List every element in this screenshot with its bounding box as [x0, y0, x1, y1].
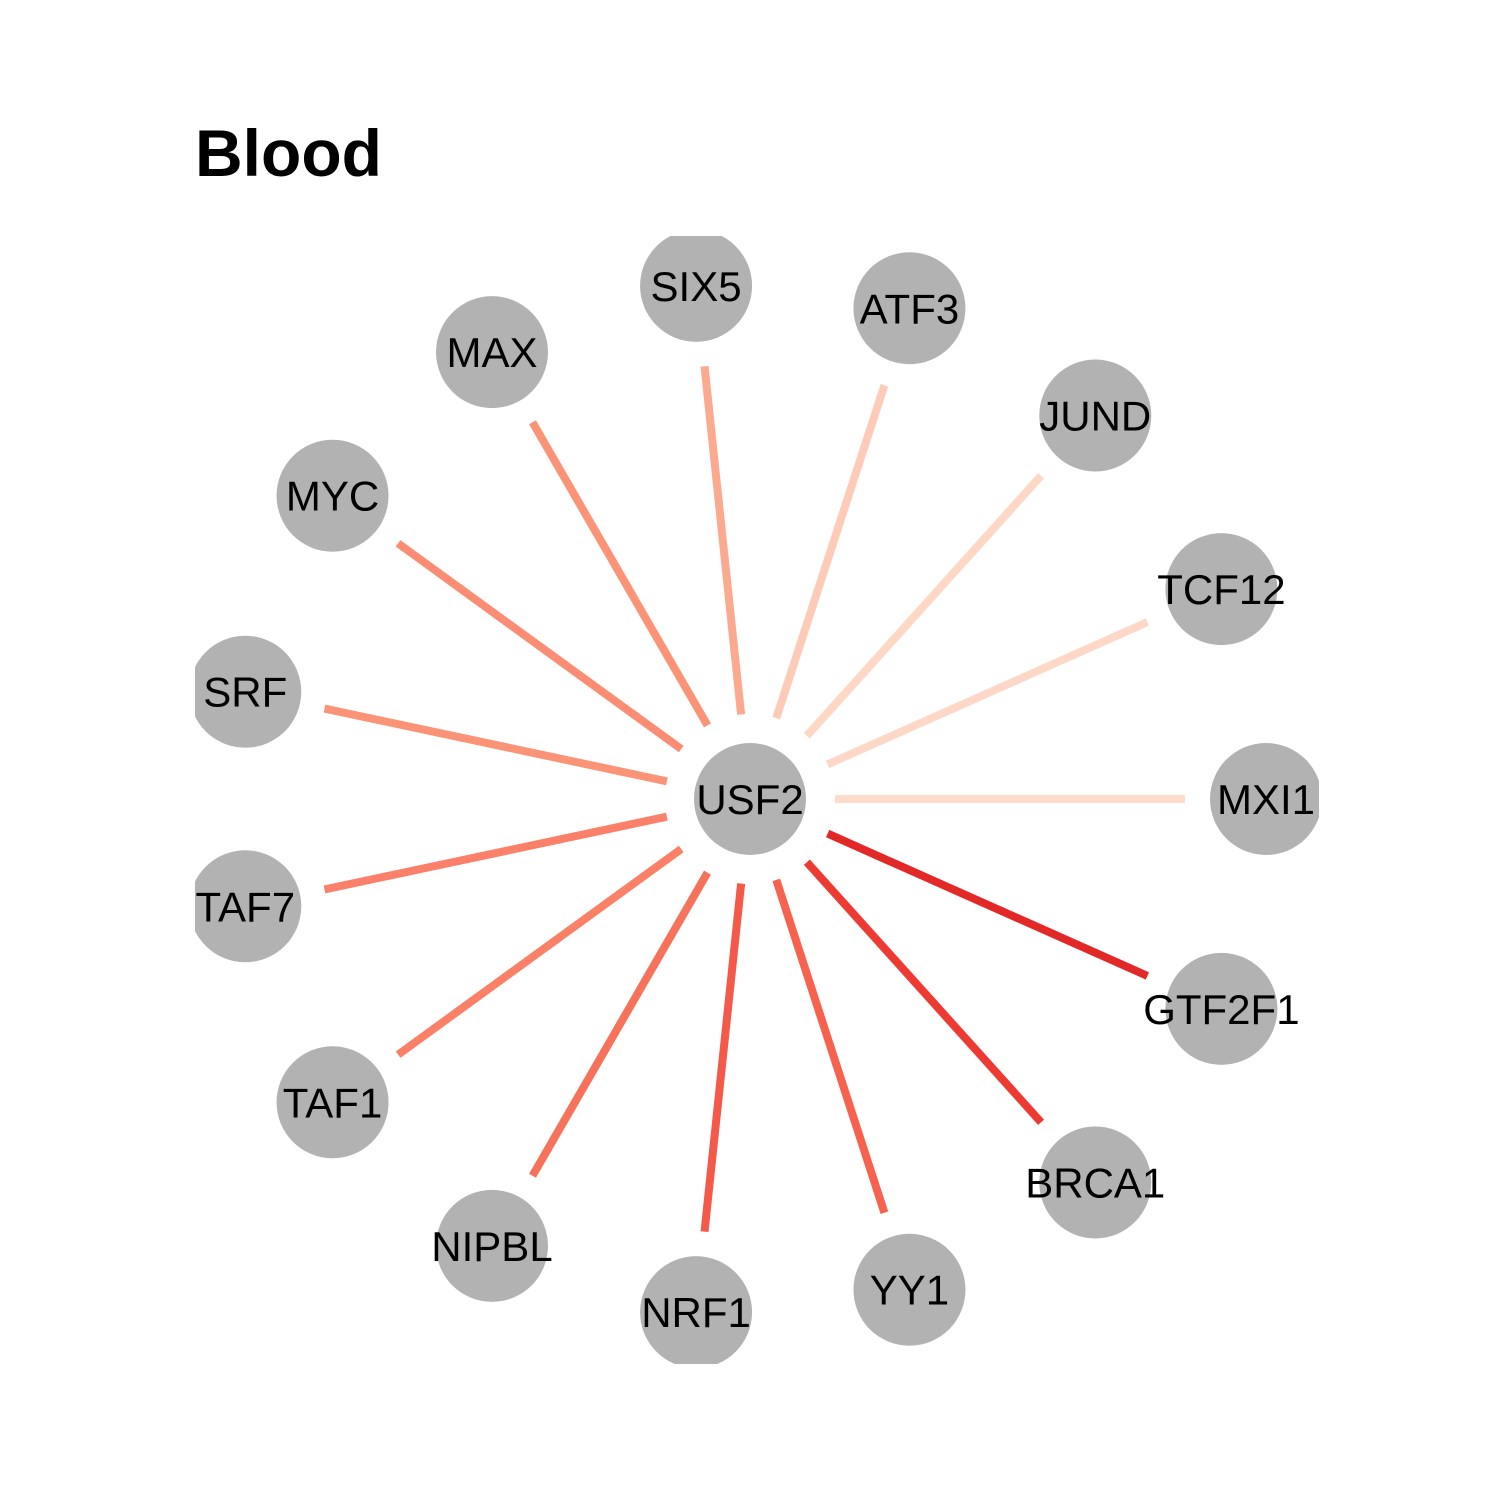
- edge-usf2-myc: [395, 540, 684, 753]
- node-label: BRCA1: [1025, 1159, 1165, 1206]
- node-myc: MYC: [276, 439, 389, 552]
- node-circle: [195, 635, 302, 748]
- node-label: MXI1: [1217, 776, 1315, 823]
- node-circle: [694, 743, 806, 855]
- node-usf2-center: USF2: [694, 743, 806, 855]
- edge-usf2-nrf1: [700, 883, 746, 1233]
- node-circle: [1210, 743, 1319, 855]
- node-circle: [276, 439, 389, 552]
- edge-usf2-yy1: [772, 878, 889, 1214]
- node-label: NIPBL: [431, 1223, 552, 1270]
- node-circle: [640, 1256, 753, 1364]
- node-six5: SIX5: [640, 236, 753, 342]
- edges-group: [323, 365, 1185, 1233]
- edge-usf2-tcf12: [826, 618, 1150, 769]
- node-label: SIX5: [651, 263, 742, 310]
- node-circle: [276, 1046, 389, 1159]
- node-srf: SRF: [195, 635, 302, 748]
- node-nipbl: NIPBL: [431, 1189, 553, 1302]
- node-label: JUND: [1039, 393, 1151, 440]
- edge-usf2-brca1: [803, 859, 1045, 1125]
- edge-usf2-gtf2f1: [826, 829, 1150, 980]
- node-label: TAF1: [283, 1079, 383, 1126]
- node-yy1: YY1: [853, 1233, 966, 1346]
- node-circle: [436, 296, 548, 409]
- node-label: SRF: [203, 669, 287, 716]
- node-circle: [640, 236, 753, 342]
- node-max: MAX: [436, 296, 548, 409]
- node-label: NRF1: [641, 1289, 751, 1336]
- figure-title: Blood: [195, 116, 382, 190]
- node-label: MYC: [286, 473, 379, 520]
- node-taf7: TAF7: [195, 850, 302, 963]
- node-label: USF2: [696, 776, 803, 823]
- node-label: MAX: [446, 329, 537, 376]
- node-nrf1: NRF1: [640, 1256, 753, 1364]
- node-circle: [195, 850, 302, 963]
- node-circle: [1165, 533, 1278, 646]
- node-circle: [853, 252, 966, 365]
- node-taf1: TAF1: [276, 1046, 389, 1159]
- node-label: YY1: [870, 1267, 949, 1314]
- node-gtf2f1: GTF2F1: [1143, 952, 1300, 1065]
- edge-usf2-srf: [323, 704, 668, 786]
- edge-usf2-jund: [803, 473, 1045, 739]
- edge-usf2-six5: [700, 365, 746, 715]
- node-circle: [1039, 1126, 1152, 1239]
- edge-usf2-max: [529, 420, 711, 728]
- node-circle: [1039, 359, 1152, 472]
- node-tcf12: TCF12: [1157, 533, 1286, 646]
- node-jund: JUND: [1039, 359, 1152, 472]
- node-label: ATF3: [860, 285, 960, 332]
- node-label: TCF12: [1157, 566, 1285, 613]
- edge-usf2-taf7: [323, 812, 668, 894]
- edge-usf2-atf3: [772, 384, 889, 720]
- node-brca1: BRCA1: [1025, 1126, 1165, 1239]
- node-circle: [436, 1189, 548, 1302]
- node-circle: [853, 1233, 966, 1346]
- node-circle: [1165, 952, 1278, 1065]
- node-label: GTF2F1: [1143, 986, 1299, 1033]
- edge-usf2-nipbl: [529, 870, 711, 1178]
- node-mxi1: MXI1: [1210, 743, 1319, 855]
- node-label: TAF7: [195, 883, 295, 930]
- edge-usf2-taf1: [395, 845, 684, 1058]
- node-atf3: ATF3: [853, 252, 966, 365]
